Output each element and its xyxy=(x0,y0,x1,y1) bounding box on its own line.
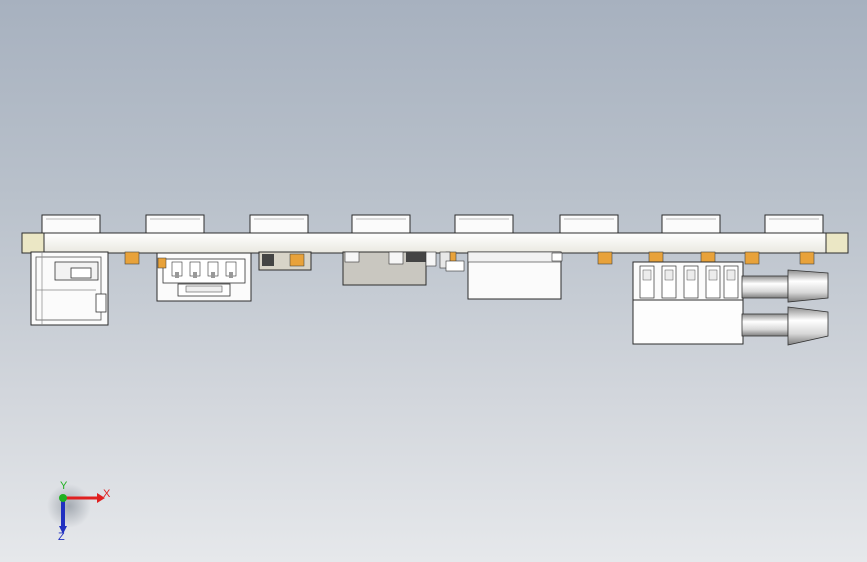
gray-module xyxy=(342,251,465,286)
header-pin xyxy=(171,261,183,278)
solder-pad xyxy=(157,257,167,269)
left-jack-connector[interactable] xyxy=(30,251,109,326)
top-tab xyxy=(764,214,824,234)
fitting-slot xyxy=(683,265,699,299)
solder-pad xyxy=(799,251,815,265)
z-axis-head xyxy=(59,526,67,534)
solder-pad xyxy=(597,251,613,265)
top-tab xyxy=(249,214,309,234)
tube-lower xyxy=(741,306,829,346)
top-tab xyxy=(41,214,101,234)
pin-header-connector[interactable] xyxy=(156,252,252,302)
top-tab xyxy=(145,214,205,234)
smd-chip-left xyxy=(258,251,312,271)
header-pin xyxy=(207,261,219,278)
triad-shade xyxy=(47,484,91,528)
box-connector[interactable] xyxy=(467,251,563,300)
tube-upper xyxy=(741,269,829,303)
top-tab xyxy=(454,214,514,234)
top-connector-tabs xyxy=(41,214,824,234)
x-axis-head xyxy=(97,493,105,503)
solder-pad xyxy=(124,251,140,265)
top-tab xyxy=(559,214,619,234)
header-pin xyxy=(189,261,201,278)
solder-pad xyxy=(744,251,760,265)
z-axis-label: Z xyxy=(58,531,65,543)
pneumatic-fittings[interactable] xyxy=(632,261,829,346)
header-pin xyxy=(225,261,237,278)
y-axis-point xyxy=(59,494,67,502)
fitting-slot xyxy=(723,265,739,299)
fitting-slot xyxy=(639,265,655,299)
x-axis-label: X xyxy=(103,488,111,500)
y-axis-label: Y xyxy=(60,480,68,492)
top-tab xyxy=(661,214,721,234)
axis-triad: X Y Z xyxy=(47,480,111,543)
top-tab xyxy=(351,214,411,234)
pcb-board[interactable] xyxy=(21,232,849,254)
fitting-slot xyxy=(661,265,677,299)
fitting-slot xyxy=(705,265,721,299)
